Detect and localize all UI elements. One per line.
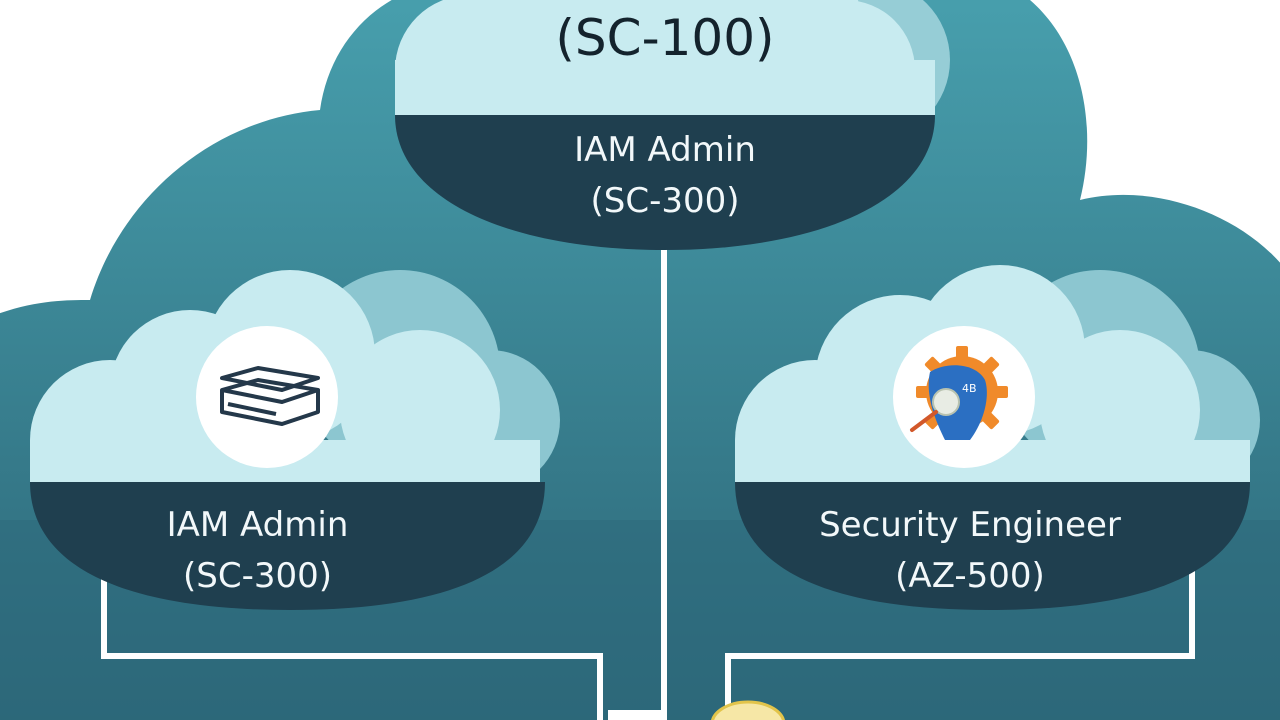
- bottom-node-badge: [711, 700, 785, 720]
- bottom-node-box: [608, 710, 666, 720]
- right-node-label: Security Engineer (AZ-500): [770, 505, 1170, 597]
- top-node-subtitle: (SC-300): [590, 180, 740, 221]
- svg-text:4B: 4B: [962, 382, 977, 395]
- top-node-label: IAM Admin (SC-300): [470, 130, 860, 222]
- left-node-title: IAM Admin: [166, 505, 349, 545]
- top-cloud-node: [395, 0, 950, 250]
- top-node-title: IAM Admin: [574, 130, 756, 170]
- right-node-subtitle: (AZ-500): [895, 555, 1045, 596]
- left-node-subtitle: (SC-300): [182, 555, 332, 596]
- left-cloud-node: [30, 270, 560, 610]
- right-node-title: Security Engineer: [819, 505, 1121, 545]
- right-cloud-node: [735, 265, 1260, 610]
- left-node-label: IAM Admin (SC-300): [110, 505, 405, 597]
- top-node-code: (SC-100): [555, 9, 775, 67]
- graduation-cap-icon: [196, 326, 338, 468]
- gear-engineer-icon: 4B: [893, 326, 1035, 468]
